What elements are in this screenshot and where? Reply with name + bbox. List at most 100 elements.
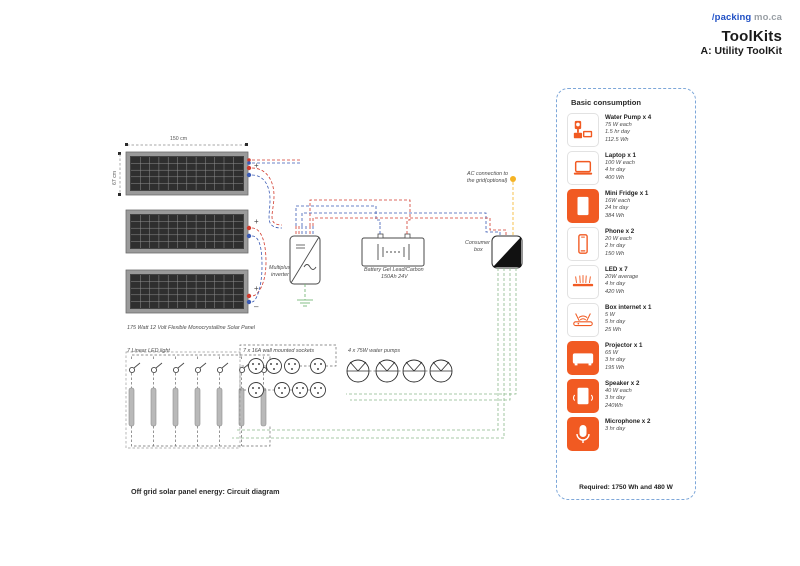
diagram-caption: Off grid solar panel energy: Circuit dia… <box>131 487 280 496</box>
brand-logo: /packing mo.ca <box>712 12 782 23</box>
panel-wiring <box>251 159 300 303</box>
multiplus-inverter <box>289 235 321 285</box>
projector-icon <box>567 341 599 375</box>
consumption-item-power: 16W each <box>605 198 631 204</box>
panel-caption: 175 Watt 12 Volt Flexible Monocrystallin… <box>127 325 255 331</box>
panel-terminals <box>246 158 252 305</box>
consumption-item-total: 25 Wh <box>605 326 622 333</box>
circuit-diagram: 150 cm 67 cm 175 Watt 12 Volt Flexible M… <box>112 136 523 496</box>
consumption-item-name: LED x 7 <box>605 266 628 273</box>
battery-label-line2: 150Ah 24V <box>381 274 408 280</box>
consumption-item-power: 40 W each <box>605 388 632 394</box>
inverter-label-line1: Multiplus <box>269 265 291 271</box>
phone-icon <box>567 227 599 261</box>
brand-domain: mo.ca <box>754 12 782 23</box>
consumption-item-usage: 4 hr day <box>605 281 626 288</box>
consumption-item-name: Speaker x 2 <box>605 380 640 387</box>
led-icon <box>567 265 599 299</box>
consumption-item-total: 150 Wh <box>605 250 625 257</box>
consumption-item-name: Microphone x 2 <box>605 418 651 425</box>
dimension-end-dots <box>118 143 248 196</box>
consumption-item-power: 20 W each <box>605 236 632 242</box>
polarity-plus-panel3: + <box>254 284 259 293</box>
mini-fridge-icon <box>567 189 599 223</box>
ground-symbol <box>297 284 313 307</box>
battery-wires <box>379 226 408 234</box>
consumption-item-total: 384 Wh <box>605 212 625 219</box>
consumption-item-power: 20W average <box>605 274 639 280</box>
battery-bank <box>361 233 425 267</box>
consumption-item-name: Projector x 1 <box>605 342 643 349</box>
consumption-item-name: Box internet x 1 <box>605 304 652 311</box>
panel-width-label: 150 cm <box>170 136 188 142</box>
load-circuit-wires <box>232 268 517 439</box>
solar-panel-3 <box>125 269 249 314</box>
consumption-item-total: 195 Wh <box>605 364 625 371</box>
sockets-label: 7 x 16A wall mounted sockets <box>243 348 315 354</box>
consumption-item-power: 65 W <box>605 350 619 356</box>
consumption-item-power: 75 W each <box>605 122 632 128</box>
led-lights-label: 7 Linear LED light <box>127 348 170 354</box>
consumption-item-usage: 3 hr day <box>605 357 626 364</box>
solar-panel-2 <box>125 209 249 254</box>
consumption-item-usage: 5 hr day <box>605 319 626 326</box>
consumption-item-name: Water Pump x 4 <box>605 114 652 121</box>
required-total: Required: 1750 Wh and 480 W <box>579 484 673 491</box>
polarity-minus-panel3: – <box>254 302 259 311</box>
brand-slash: / <box>711 12 715 23</box>
diagram-svg <box>118 143 523 449</box>
ac-grid-label-line2: the grid(optional) <box>467 178 508 184</box>
consumption-item-total: 400 Wh <box>605 174 625 181</box>
water-pump-icon <box>567 113 599 147</box>
router-icon <box>567 303 599 337</box>
consumption-item-power: 100 W each <box>605 160 635 166</box>
consumption-item-name: Mini Fridge x 1 <box>605 190 649 197</box>
ac-grid-connector-dot <box>510 176 516 182</box>
page-subtitle: A: Utility ToolKit <box>700 45 782 57</box>
inverter-label-line2: inverter <box>271 272 289 278</box>
consumption-item-usage: 3 hr day <box>605 395 626 402</box>
ac-grid-label-line1: AC connection to <box>467 171 509 177</box>
speaker-icon <box>567 379 599 413</box>
panel-height-label: 67 cm <box>112 170 118 185</box>
battery-label-line1: Battery Gel Lead/Carbon <box>364 267 424 273</box>
consumption-item-name: Phone x 2 <box>605 228 635 235</box>
wall-sockets-group <box>239 344 337 398</box>
consumption-item-total: 240Wh <box>605 402 623 409</box>
polarity-plus-panel2: + <box>254 217 259 226</box>
solar-panel-1 <box>125 151 249 196</box>
consumption-item-usage: 1.5 hr day <box>605 129 630 136</box>
consumption-item-usage: 4 hr day <box>605 167 626 174</box>
consumption-item-name: Laptop x 1 <box>605 152 636 159</box>
consumer-box-label-line1: Consumer <box>465 240 490 246</box>
laptop-icon <box>567 151 599 185</box>
consumer-box <box>491 235 523 269</box>
led-lights-group <box>128 354 273 447</box>
microphone-icon <box>567 417 599 451</box>
loads-enclosure <box>125 351 241 449</box>
consumption-item-usage: 2 hr day <box>605 243 626 250</box>
consumption-item-power: 5 W <box>605 312 615 318</box>
polarity-plus-panel1: + <box>254 161 259 170</box>
consumption-item-total: 420 Wh <box>605 288 625 295</box>
dc-bus-rails <box>295 199 507 236</box>
